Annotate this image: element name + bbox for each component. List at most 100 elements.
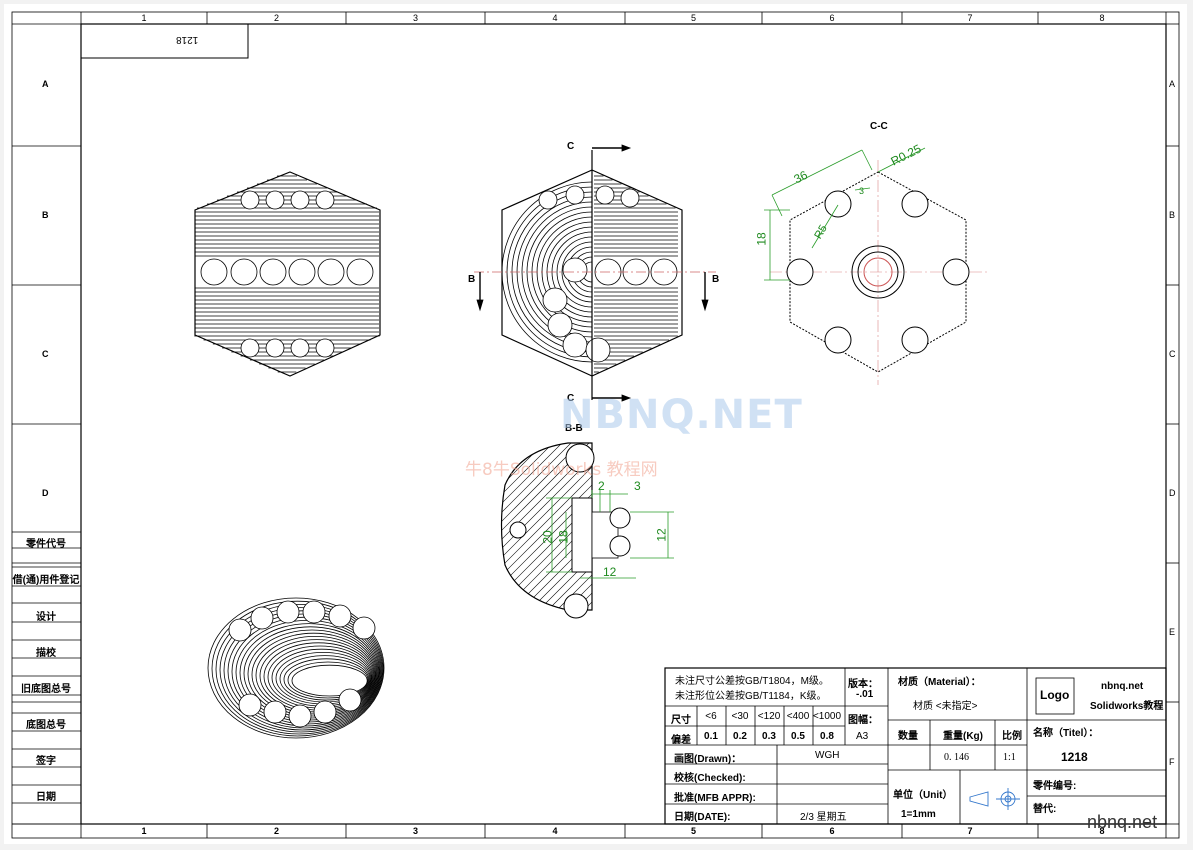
qty-label: 数量 bbox=[898, 731, 918, 742]
zone-col-top-2: 2 bbox=[273, 13, 280, 23]
unit-label: 单位（Unit） bbox=[893, 790, 953, 801]
material-label: 材质（Material）： bbox=[898, 677, 981, 688]
drawn-label: 画图(Drawn)： bbox=[674, 754, 742, 765]
zone-row-right-A: A bbox=[1169, 79, 1176, 89]
paper bbox=[4, 4, 1187, 844]
zone-row-left-B: B bbox=[42, 209, 49, 220]
tol-size-1: <30 bbox=[731, 711, 749, 722]
material-value: 材质 <未指定> bbox=[913, 701, 978, 712]
front-view bbox=[194, 171, 381, 377]
zone-row-right-D: D bbox=[1169, 487, 1176, 498]
tol-value-1: 0.2 bbox=[733, 731, 747, 742]
tol-size-label: 尺寸 bbox=[671, 715, 691, 726]
corner-watermark: nbnq.net bbox=[1087, 812, 1158, 832]
cut-c-bottom-label: C bbox=[567, 393, 575, 404]
tol-value-0: 0.1 bbox=[704, 731, 718, 742]
left-strip-label-2: 设计 bbox=[36, 612, 56, 623]
approved-label: 批准(MFB APPR): bbox=[674, 793, 756, 804]
watermark-sub: 牛8牛Solidworks 教程网 bbox=[465, 460, 658, 480]
tol-dev-label: 偏差 bbox=[671, 735, 691, 746]
left-strip-label-0: 零件代号 bbox=[26, 539, 66, 550]
zone-row-right-B: B bbox=[1169, 209, 1176, 220]
weight-label: 重量(Kg) bbox=[943, 731, 983, 742]
date-value: 2/3 星期五 bbox=[800, 812, 847, 823]
section-bb-label: B-B bbox=[565, 423, 583, 434]
dim-bb-12-right: 12 bbox=[654, 528, 669, 542]
dim-bb-18: 18 bbox=[556, 530, 571, 544]
zone-col-bottom-5: 5 bbox=[690, 826, 697, 836]
version-value: -.01 bbox=[856, 689, 874, 700]
cut-c-top-label: C bbox=[567, 141, 575, 152]
zone-col-top-8: 8 bbox=[1099, 13, 1105, 23]
zone-col-bottom-7: 7 bbox=[967, 826, 973, 836]
version-label: 版本： bbox=[848, 679, 878, 690]
cut-b-right-label: B bbox=[712, 274, 720, 285]
zone-row-right-F: F bbox=[1169, 757, 1175, 767]
weight-value: 0. 146 bbox=[944, 752, 969, 763]
title-value: 1218 bbox=[1061, 750, 1088, 764]
part-number-box bbox=[80, 23, 249, 59]
left-strip-label-1: 借(通)用件登记 bbox=[12, 575, 80, 586]
drawn-value: WGH bbox=[815, 750, 840, 761]
scale-label: 比例 bbox=[1002, 731, 1022, 742]
watermark-brand: NBNQ.NET bbox=[560, 392, 803, 438]
tol-note-2: 未注形位公差按GB/T1184，K级。 bbox=[675, 691, 827, 702]
isometric-view bbox=[207, 597, 385, 739]
part-no-label: 零件编号: bbox=[1033, 781, 1077, 792]
zone-col-bottom-4: 4 bbox=[552, 826, 558, 836]
tol-note-1: 未注尺寸公差按GB/T1804，M级。 bbox=[675, 676, 829, 687]
sheet-size-value: A3 bbox=[856, 731, 869, 742]
zone-dividers bbox=[12, 12, 1179, 838]
outer-frame bbox=[11, 11, 1180, 839]
zone-col-bottom-6: 6 bbox=[829, 826, 835, 836]
zone-col-bottom-8: 8 bbox=[1099, 826, 1105, 836]
zone-row-left-D: D bbox=[42, 487, 49, 498]
section-bb-view bbox=[500, 442, 674, 619]
zone-row-right-C: C bbox=[1169, 348, 1176, 359]
left-strip-label-5: 底图总号 bbox=[26, 720, 66, 731]
cut-b-left-label: B bbox=[468, 274, 476, 285]
zone-col-bottom-1: 1 bbox=[141, 826, 147, 836]
logo-box: Logo bbox=[1040, 688, 1070, 702]
replace-label: 替代: bbox=[1033, 804, 1057, 815]
dim-cc-3: 3 bbox=[859, 186, 865, 196]
dim-bb-2: 2 bbox=[598, 479, 605, 493]
tol-size-2: <120 bbox=[757, 711, 781, 722]
section-cc-label: C-C bbox=[870, 121, 888, 132]
zone-row-left-A: A bbox=[42, 79, 49, 89]
zone-col-top-7: 7 bbox=[967, 13, 973, 23]
title-block-grid bbox=[664, 667, 1167, 825]
unit-value: 1=1mm bbox=[901, 809, 936, 820]
scale-value: 1:1 bbox=[1003, 752, 1016, 763]
zone-col-bottom-2: 2 bbox=[273, 826, 280, 836]
checked-label: 校核(Checked): bbox=[674, 773, 746, 784]
dim-cc-18: 18 bbox=[754, 232, 769, 246]
left-strip-grid bbox=[12, 531, 81, 825]
tol-size-3: <400 bbox=[786, 711, 810, 722]
zone-col-top-6: 6 bbox=[829, 13, 835, 23]
dim-bb-20: 20 bbox=[540, 530, 555, 544]
side-view bbox=[474, 144, 716, 402]
tol-value-3: 0.5 bbox=[791, 731, 805, 742]
company-name: nbnq.net bbox=[1101, 681, 1144, 692]
date-label: 日期(DATE): bbox=[674, 812, 731, 823]
zone-col-top-3: 3 bbox=[412, 13, 419, 23]
tol-value-4: 0.8 bbox=[820, 731, 834, 742]
left-strip-label-6: 签字 bbox=[36, 756, 56, 767]
company-sub: Solidworks教程 bbox=[1090, 701, 1164, 712]
zone-col-top-4: 4 bbox=[552, 13, 558, 23]
left-strip-label-4: 旧底图总号 bbox=[21, 684, 71, 695]
left-strip-label-3: 描校 bbox=[36, 648, 56, 659]
dim-bb-12-bottom: 12 bbox=[603, 565, 617, 579]
zone-col-top-5: 5 bbox=[690, 13, 697, 23]
left-strip-label-7: 日期 bbox=[36, 792, 56, 803]
part-number-label: 1218 bbox=[176, 34, 199, 45]
zone-row-left-C: C bbox=[42, 348, 49, 359]
dim-bb-3: 3 bbox=[634, 479, 641, 493]
zone-col-bottom-3: 3 bbox=[412, 826, 419, 836]
section-cc-view bbox=[764, 147, 990, 385]
zone-col-top-1: 1 bbox=[141, 13, 147, 23]
zone-row-right-E: E bbox=[1169, 626, 1176, 637]
